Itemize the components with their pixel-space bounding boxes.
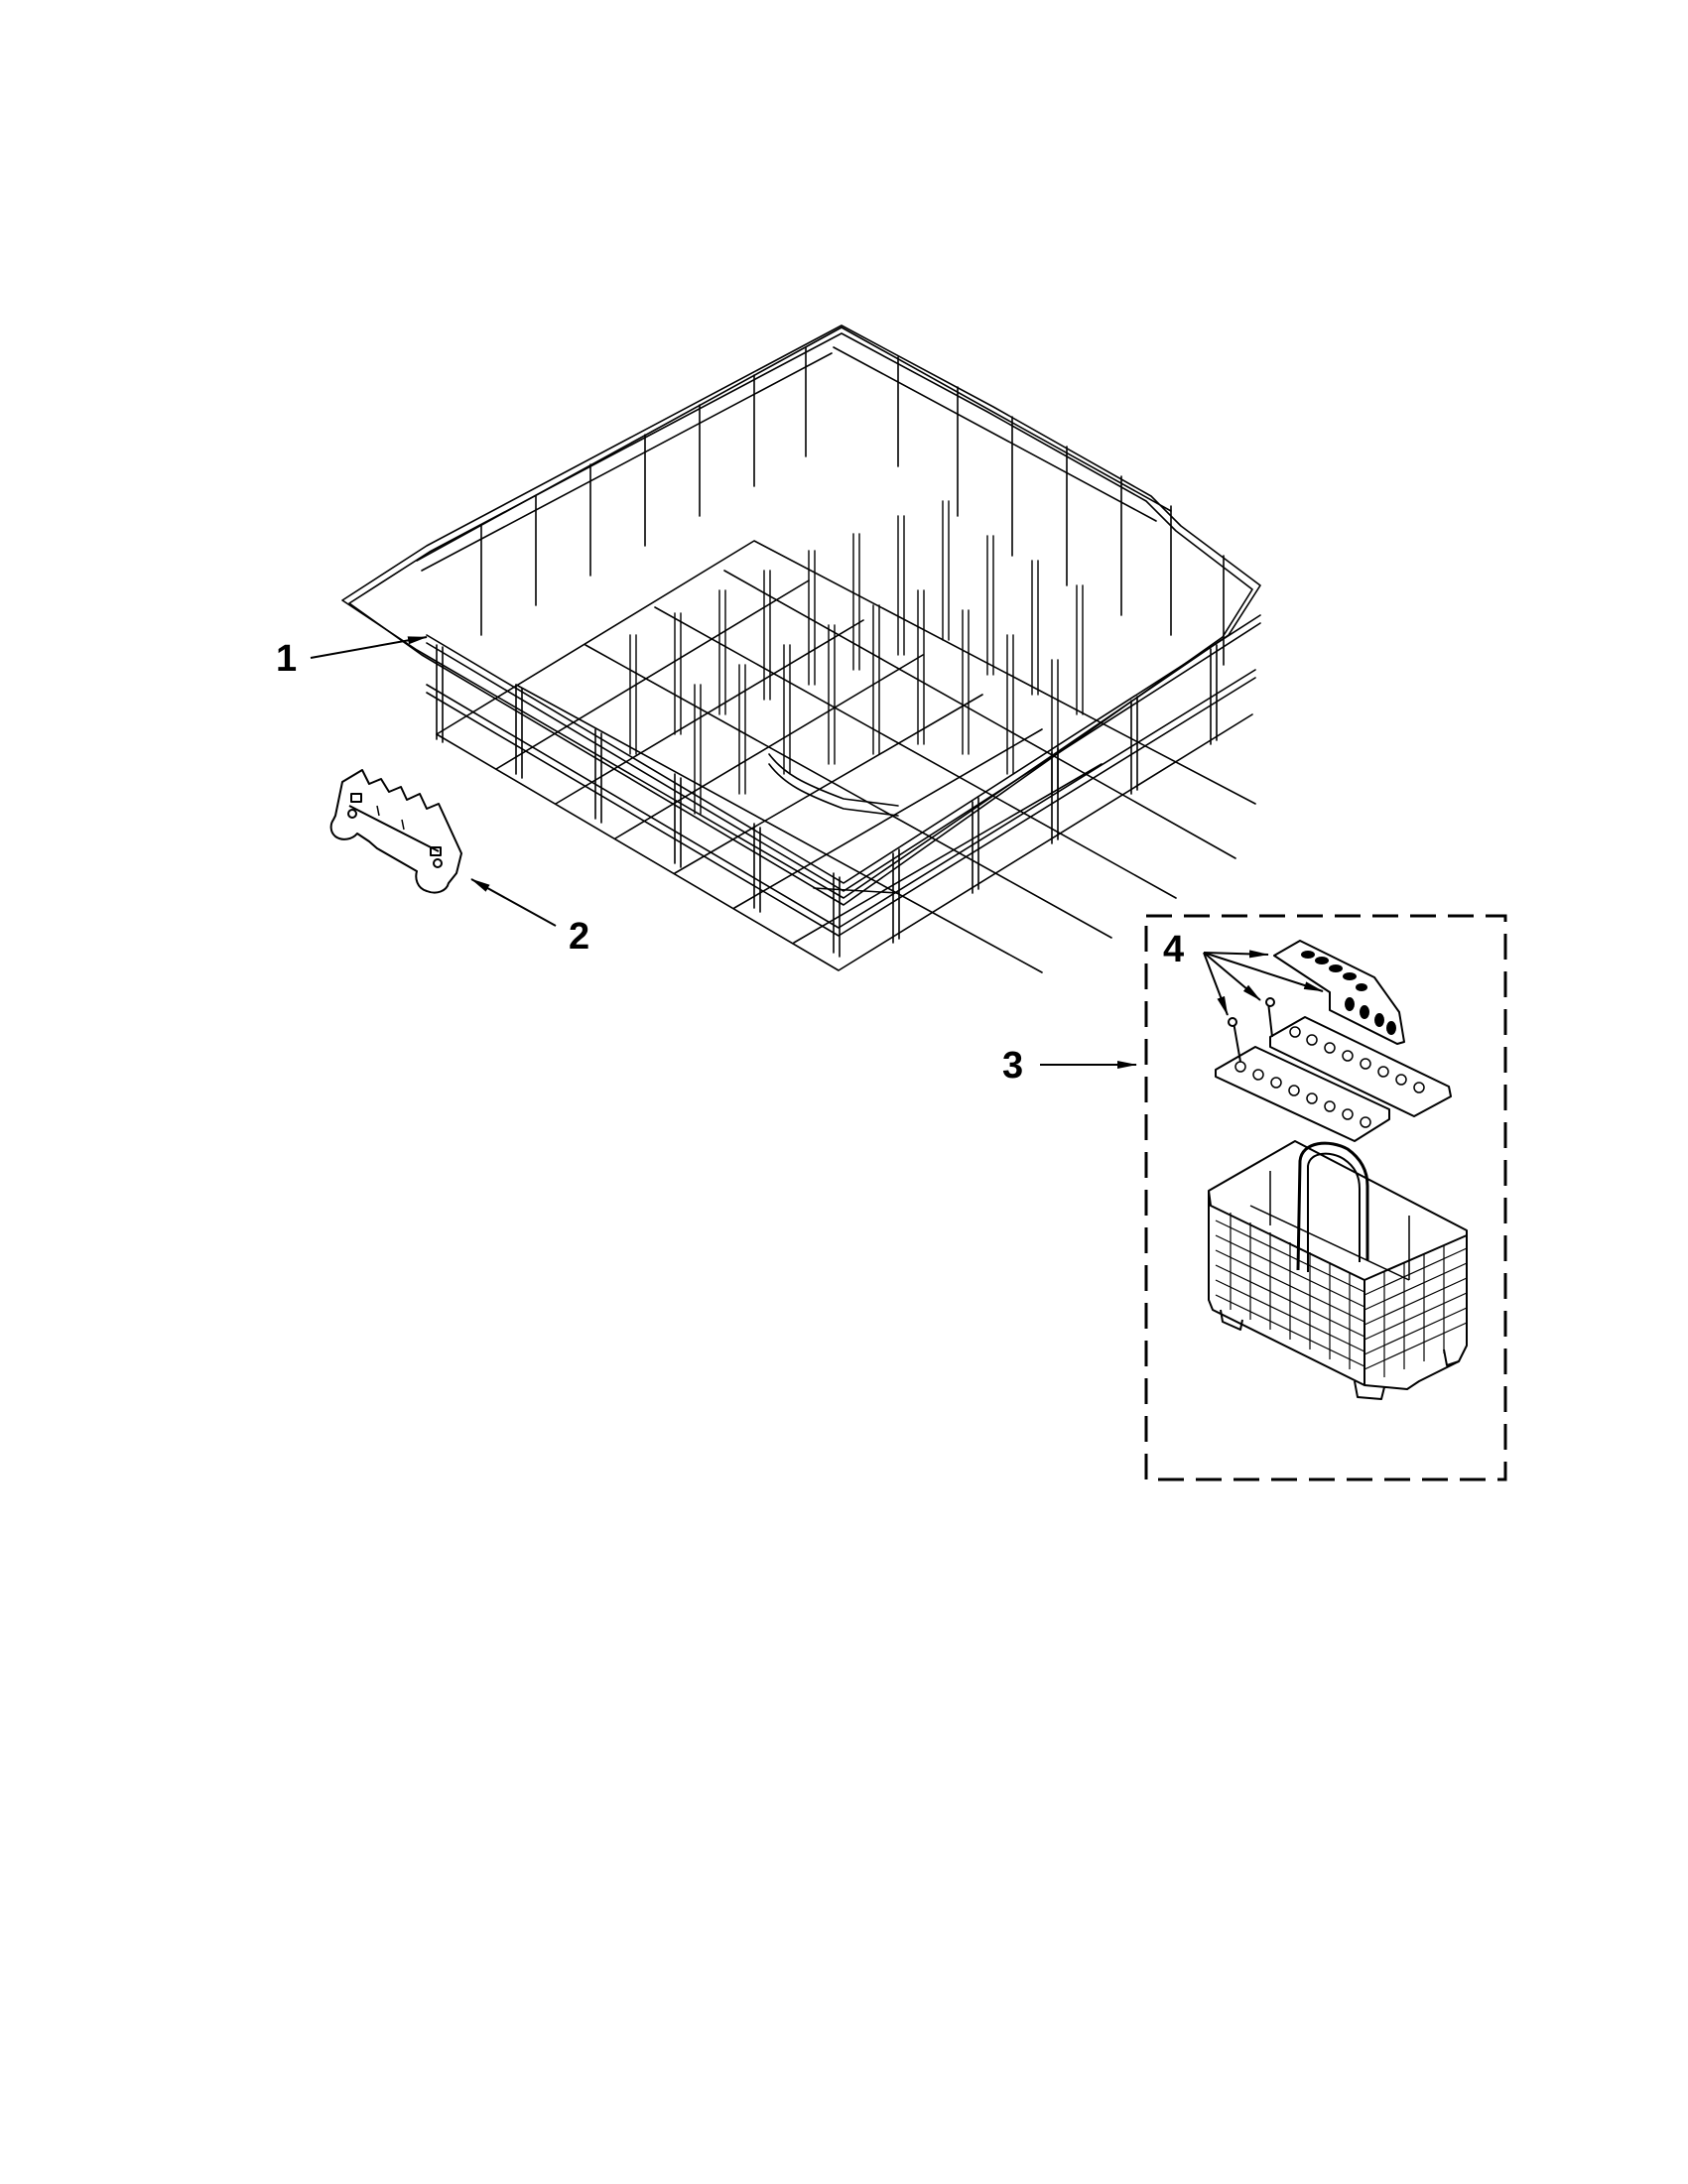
callout-number-1: 1 (276, 638, 298, 680)
callout-number-3: 3 (1002, 1045, 1024, 1087)
silverware-basket-covers[interactable] (1215, 940, 1452, 1142)
rack-roller-clip[interactable] (329, 769, 462, 894)
silverware-basket[interactable] (1208, 1140, 1468, 1400)
callout-4-leaders (1203, 950, 1324, 1016)
cover-middle[interactable] (1265, 997, 1452, 1117)
callout-number-4: 4 (1163, 929, 1185, 970)
callout-number-2: 2 (569, 916, 590, 958)
cover-lower[interactable] (1215, 1017, 1390, 1142)
inset-dashed-box (1144, 914, 1507, 1481)
callout-2-leader (470, 878, 557, 927)
cover-upper[interactable] (1273, 940, 1405, 1045)
lower-dish-rack[interactable] (341, 324, 1261, 973)
callout-1-leader (310, 636, 428, 659)
